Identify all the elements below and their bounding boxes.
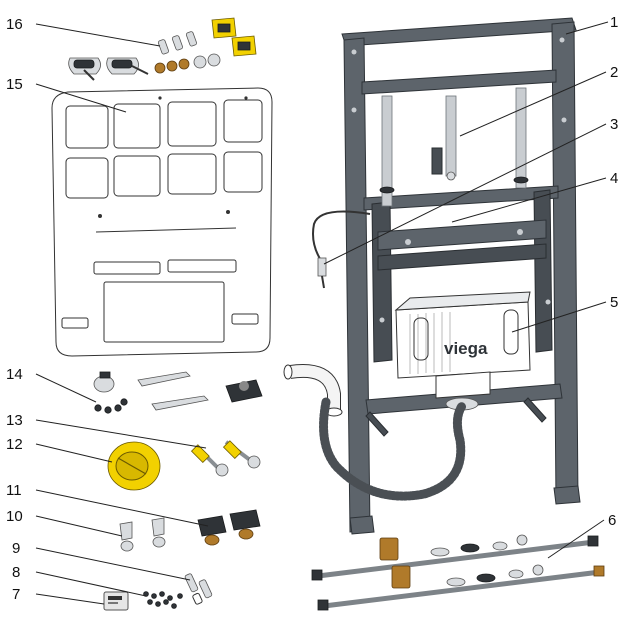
small-screws: [143, 591, 183, 609]
wall-connectors: [197, 509, 261, 546]
callout-5: 5: [610, 294, 618, 311]
valves: [119, 517, 166, 552]
screws-with-plugs: [184, 573, 213, 605]
callout-leaders: [35, 21, 609, 605]
corrugated-hose: [319, 397, 467, 501]
callout-7: 7: [12, 586, 20, 603]
flush-pipe-bend: [283, 364, 343, 417]
callout-13: 13: [6, 412, 23, 429]
callout-4: 4: [610, 170, 618, 187]
callout-12: 12: [6, 436, 23, 453]
callout-15: 15: [6, 76, 23, 93]
threaded-rods-and-fittings: [311, 534, 605, 611]
protective-cover-plate: [51, 87, 273, 357]
mounting-bracket: [377, 219, 547, 251]
brackets-and-clamp: [93, 371, 263, 414]
height-adjustment-rods: [379, 87, 529, 207]
callout-1: 1: [610, 14, 618, 31]
actuation-cable: [312, 210, 371, 289]
callout-11: 11: [6, 482, 22, 499]
cistern: viega: [394, 291, 531, 411]
callout-14: 14: [6, 366, 23, 383]
brand-logo: viega: [444, 339, 488, 358]
callout-6: 6: [608, 512, 616, 529]
fixing-bolts: [190, 440, 261, 477]
callout-9: 9: [12, 540, 20, 557]
callout-16: 16: [6, 16, 23, 33]
yellow-cap: [107, 441, 161, 491]
callout-8: 8: [12, 564, 20, 581]
callout-10: 10: [6, 508, 23, 525]
callout-numbers: 1 2 3 4 5 6 7 8 9 10 11 12 13 14 15 16: [6, 14, 618, 603]
fixing-set: [68, 17, 257, 81]
callout-2: 2: [610, 64, 618, 81]
product-label: [103, 591, 129, 611]
callout-3: 3: [610, 116, 618, 133]
